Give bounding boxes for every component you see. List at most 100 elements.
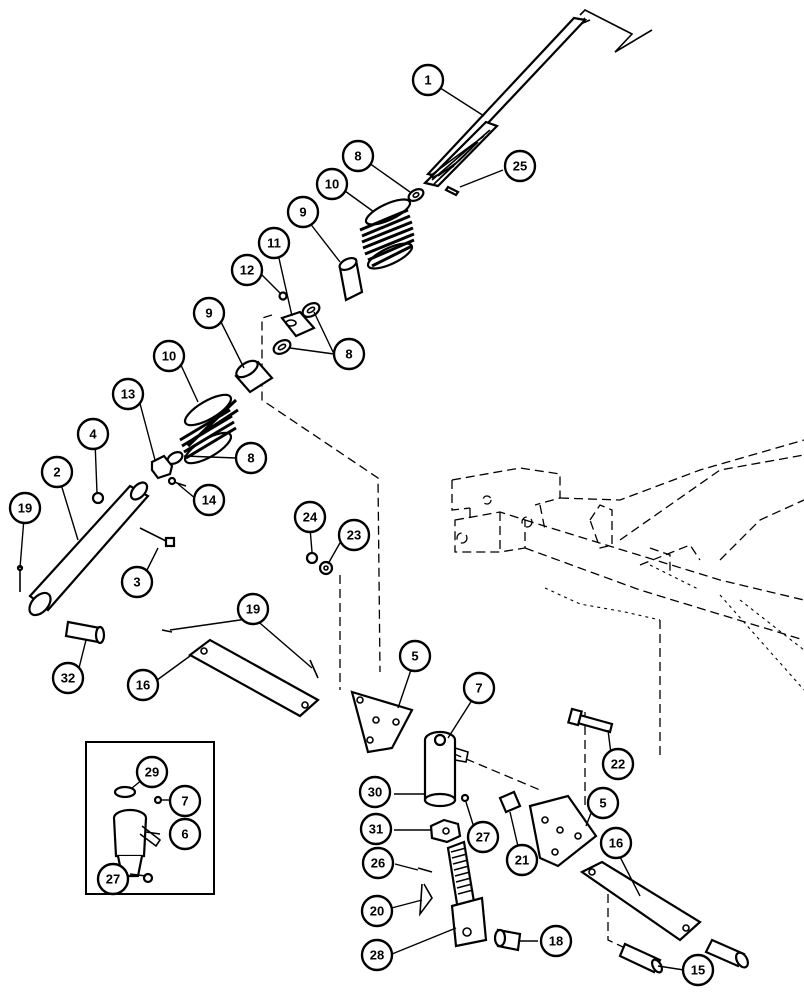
crank-rod bbox=[422, 9, 653, 188]
callout-19: 19 bbox=[236, 592, 270, 626]
pin-32 bbox=[64, 620, 106, 645]
svg-text:11: 11 bbox=[267, 236, 281, 251]
svg-text:16: 16 bbox=[136, 678, 150, 693]
svg-text:7: 7 bbox=[475, 681, 482, 696]
callout-16: 16 bbox=[126, 668, 160, 702]
callout-5: 5 bbox=[398, 639, 432, 673]
svg-text:18: 18 bbox=[549, 934, 563, 949]
callout-31: 31 bbox=[359, 812, 393, 846]
callout-29: 29 bbox=[135, 755, 169, 789]
svg-text:7: 7 bbox=[181, 794, 188, 809]
callout-8: 8 bbox=[332, 337, 366, 371]
svg-text:19: 19 bbox=[18, 501, 32, 516]
callout-7: 7 bbox=[168, 784, 202, 818]
svg-text:28: 28 bbox=[370, 948, 384, 963]
screw-shaft-28 bbox=[446, 840, 488, 948]
callout-13: 13 bbox=[111, 377, 145, 411]
washer-8-top bbox=[407, 188, 425, 202]
sleeve-9-top bbox=[338, 256, 364, 302]
pin-19-right bbox=[161, 629, 319, 679]
callout-27: 27 bbox=[96, 862, 130, 896]
callout-16: 16 bbox=[599, 826, 633, 860]
svg-text:22: 22 bbox=[611, 757, 625, 772]
spring-10-top bbox=[359, 198, 415, 270]
callout-27: 27 bbox=[466, 820, 500, 854]
nut-13 bbox=[150, 454, 174, 480]
nut-4 bbox=[91, 491, 105, 505]
link-16-right bbox=[579, 860, 702, 942]
assembly-lines bbox=[261, 314, 661, 956]
callout-10: 10 bbox=[152, 339, 186, 373]
svg-text:15: 15 bbox=[691, 963, 705, 978]
svg-text:8: 8 bbox=[345, 347, 352, 362]
svg-text:27: 27 bbox=[106, 872, 120, 887]
pins-15 bbox=[618, 938, 749, 974]
svg-text:13: 13 bbox=[121, 387, 135, 402]
callout-4: 4 bbox=[76, 417, 110, 451]
svg-text:8: 8 bbox=[247, 451, 254, 466]
callout-21: 21 bbox=[505, 843, 539, 877]
callout-8: 8 bbox=[234, 441, 268, 475]
nut-31 bbox=[429, 818, 462, 844]
svg-text:14: 14 bbox=[202, 493, 217, 508]
svg-text:26: 26 bbox=[371, 856, 385, 871]
callout-11: 11 bbox=[257, 226, 291, 260]
svg-text:6: 6 bbox=[181, 827, 188, 842]
svg-text:27: 27 bbox=[476, 830, 490, 845]
sleeve-9-low bbox=[234, 359, 274, 394]
pin-26 bbox=[417, 867, 433, 873]
svg-text:23: 23 bbox=[347, 528, 361, 543]
pin-25 bbox=[444, 185, 460, 197]
callout-3: 3 bbox=[120, 565, 154, 599]
svg-text:20: 20 bbox=[370, 904, 384, 919]
callout-26: 26 bbox=[361, 846, 395, 880]
svg-text:5: 5 bbox=[599, 796, 606, 811]
svg-text:10: 10 bbox=[162, 349, 176, 364]
bolt-3 bbox=[139, 527, 176, 548]
callout-25: 25 bbox=[503, 149, 537, 183]
nut-23 bbox=[318, 560, 334, 576]
tube-2 bbox=[28, 481, 150, 617]
svg-text:1: 1 bbox=[424, 73, 431, 88]
swivel-housing bbox=[423, 730, 469, 808]
link-16-left bbox=[187, 638, 320, 718]
callout-15: 15 bbox=[681, 953, 715, 987]
callout-1: 1 bbox=[411, 63, 445, 97]
callout-6: 6 bbox=[168, 817, 202, 851]
callout-23: 23 bbox=[337, 518, 371, 552]
svg-text:5: 5 bbox=[411, 649, 418, 664]
svg-text:32: 32 bbox=[61, 671, 75, 686]
callout-2: 2 bbox=[40, 455, 74, 489]
callout-10: 10 bbox=[315, 167, 349, 201]
callout-9: 9 bbox=[286, 195, 320, 229]
pin-19-left bbox=[16, 564, 24, 592]
svg-text:4: 4 bbox=[89, 427, 97, 442]
nut-24 bbox=[305, 551, 319, 565]
svg-text:10: 10 bbox=[325, 177, 339, 192]
callout-30: 30 bbox=[358, 775, 392, 809]
bolt-22 bbox=[567, 707, 614, 734]
spring-10-low bbox=[179, 393, 239, 465]
callout-19: 19 bbox=[8, 491, 42, 525]
svg-text:19: 19 bbox=[246, 602, 260, 617]
callout-28: 28 bbox=[360, 938, 394, 972]
callout-12: 12 bbox=[230, 253, 264, 287]
bracket-5-left bbox=[350, 690, 414, 754]
svg-text:2: 2 bbox=[53, 465, 60, 480]
pin-18 bbox=[493, 928, 522, 952]
callout-18: 18 bbox=[539, 924, 573, 958]
callout-8: 8 bbox=[341, 139, 375, 173]
pin-21 bbox=[498, 790, 522, 814]
clip-20 bbox=[419, 883, 433, 917]
svg-text:9: 9 bbox=[299, 205, 306, 220]
callout-32: 32 bbox=[51, 661, 85, 695]
callout-5: 5 bbox=[586, 786, 620, 820]
svg-text:12: 12 bbox=[240, 263, 254, 278]
callout-7: 7 bbox=[462, 671, 496, 705]
svg-text:25: 25 bbox=[513, 159, 527, 174]
ball-27-mid bbox=[460, 793, 470, 803]
svg-text:21: 21 bbox=[515, 853, 529, 868]
svg-text:30: 30 bbox=[368, 785, 382, 800]
svg-text:8: 8 bbox=[354, 149, 361, 164]
